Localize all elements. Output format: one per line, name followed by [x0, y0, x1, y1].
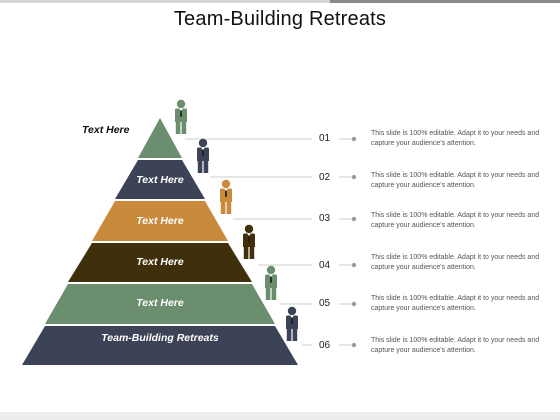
person-icon: [286, 306, 298, 341]
person-icon: [175, 99, 187, 134]
item-number: 04: [319, 260, 331, 271]
pyramid-apex: [138, 118, 182, 158]
pyramid-tier-1: [115, 160, 205, 199]
person-icon: [265, 265, 277, 300]
tier-label: Text Here: [136, 174, 184, 186]
item-description: This slide is 100% editable. Adapt it to…: [371, 337, 540, 354]
item-number: 01: [319, 133, 331, 144]
item-description: This slide is 100% editable. Adapt it to…: [371, 130, 540, 147]
top-border-accent: [330, 0, 560, 3]
item-description: This slide is 100% editable. Adapt it to…: [371, 212, 540, 229]
top-border: [0, 0, 560, 3]
bottom-border: [0, 412, 560, 420]
connector-dot: [351, 136, 357, 142]
item-description: This slide is 100% editable. Adapt it to…: [371, 295, 540, 312]
slide-title: Team-Building Retreats: [173, 8, 387, 30]
connector-dot: [351, 342, 357, 348]
connector-dot: [351, 262, 357, 268]
apex-label: Text Here: [82, 124, 130, 136]
connector-dot: [351, 301, 357, 307]
item-description: This slide is 100% editable. Adapt it to…: [371, 254, 540, 271]
person-icon: [220, 179, 232, 214]
pyramid-tier-4: [45, 284, 275, 324]
tier-label: Text Here: [136, 215, 184, 227]
item-description: This slide is 100% editable. Adapt it to…: [371, 172, 540, 189]
tier-label: Text Here: [136, 297, 184, 309]
item-number: 05: [319, 298, 331, 309]
pyramid-tier-2: [92, 201, 228, 241]
person-icon: [197, 138, 209, 173]
connector-dot: [351, 174, 357, 180]
connector-dot: [351, 216, 357, 222]
item-number: 02: [319, 172, 331, 183]
pyramid-tier-3: [68, 243, 252, 282]
item-number: 03: [319, 213, 331, 224]
tier-label: Text Here: [136, 256, 184, 268]
pyramid-tier-5: [22, 326, 298, 365]
tier-label: Team-Building Retreats: [101, 332, 219, 344]
person-icon: [243, 224, 255, 259]
item-number: 06: [319, 340, 331, 351]
